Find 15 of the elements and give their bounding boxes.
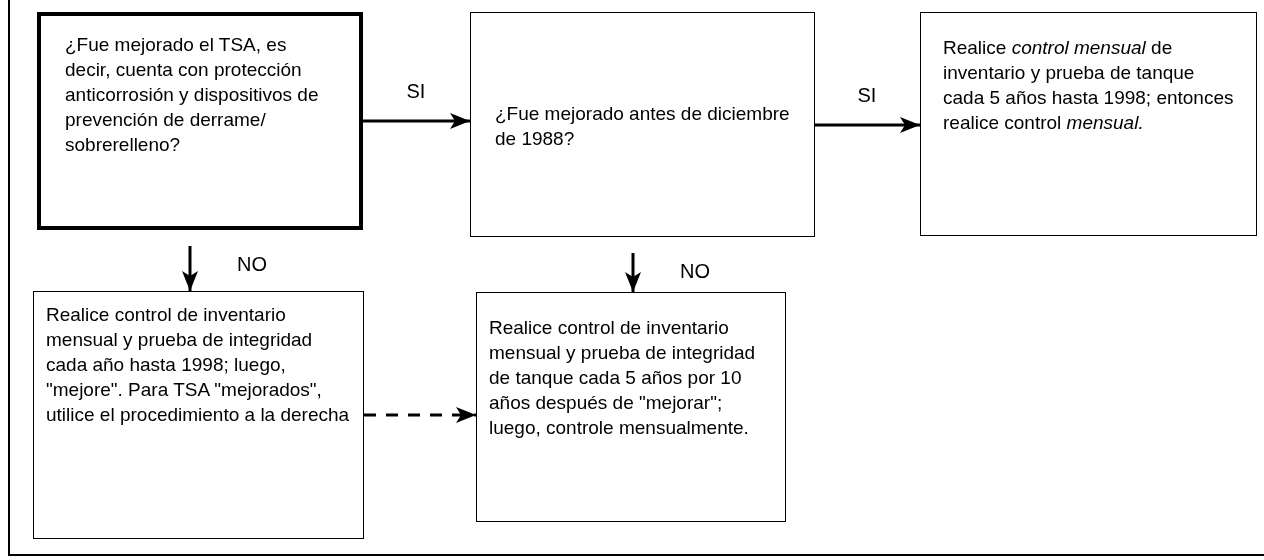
box-text: Realice control de inventario mensual y prueba de integridad de tanque cada 5 años por 10 años después de "mejorar"; luego, controle mensualmente. bbox=[489, 316, 757, 440]
box-text: Realice control de inventario mensual y prueba de integridad cada año hasta 1998; luego, "mejore". Para TSA "mejorados", utilice el procedimiento a la derecha bbox=[46, 303, 351, 427]
action-box bbox=[33, 291, 364, 539]
box-text: ¿Fue mejorado antes de diciembre de 1988? bbox=[495, 102, 790, 151]
arrow bbox=[364, 407, 476, 423]
box-text: ¿Fue mejorado el TSA, es decir, cuenta con protección anticorrosión y dispositivos de prevención de derrame/ sobrerelleno? bbox=[65, 33, 320, 157]
decision-box bbox=[470, 12, 815, 237]
arrow bbox=[815, 117, 920, 133]
action-box bbox=[476, 292, 786, 522]
box-text: Realice control mensual de inventario y prueba de tanque cada 5 años hasta 1998; entonces realice control mensual. bbox=[943, 36, 1234, 135]
decision-box bbox=[37, 12, 363, 230]
arrow bbox=[182, 246, 198, 291]
arrow bbox=[363, 113, 470, 129]
arrow bbox=[625, 253, 641, 292]
action-box bbox=[920, 12, 1257, 236]
